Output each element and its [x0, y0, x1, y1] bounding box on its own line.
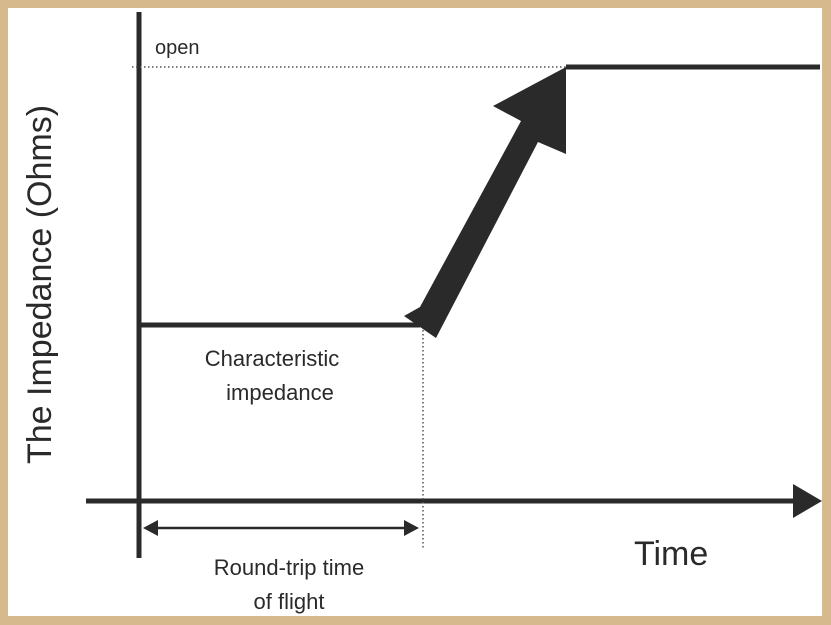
characteristic-impedance-label-line1: Characteristic [205, 346, 339, 371]
open-label: open [155, 37, 200, 59]
rising-transition-arrow [404, 67, 566, 338]
y-axis-label: The Impedance (Ohms) [21, 105, 59, 464]
round-trip-label-line1: Round-trip time [214, 555, 364, 580]
x-axis-arrowhead [793, 484, 822, 518]
round-trip-label-line2: of flight [254, 589, 325, 614]
x-axis-label: Time [634, 535, 708, 573]
round-trip-right-arrowhead [404, 520, 419, 536]
characteristic-impedance-label-line2: impedance [226, 380, 334, 405]
round-trip-left-arrowhead [143, 520, 158, 536]
